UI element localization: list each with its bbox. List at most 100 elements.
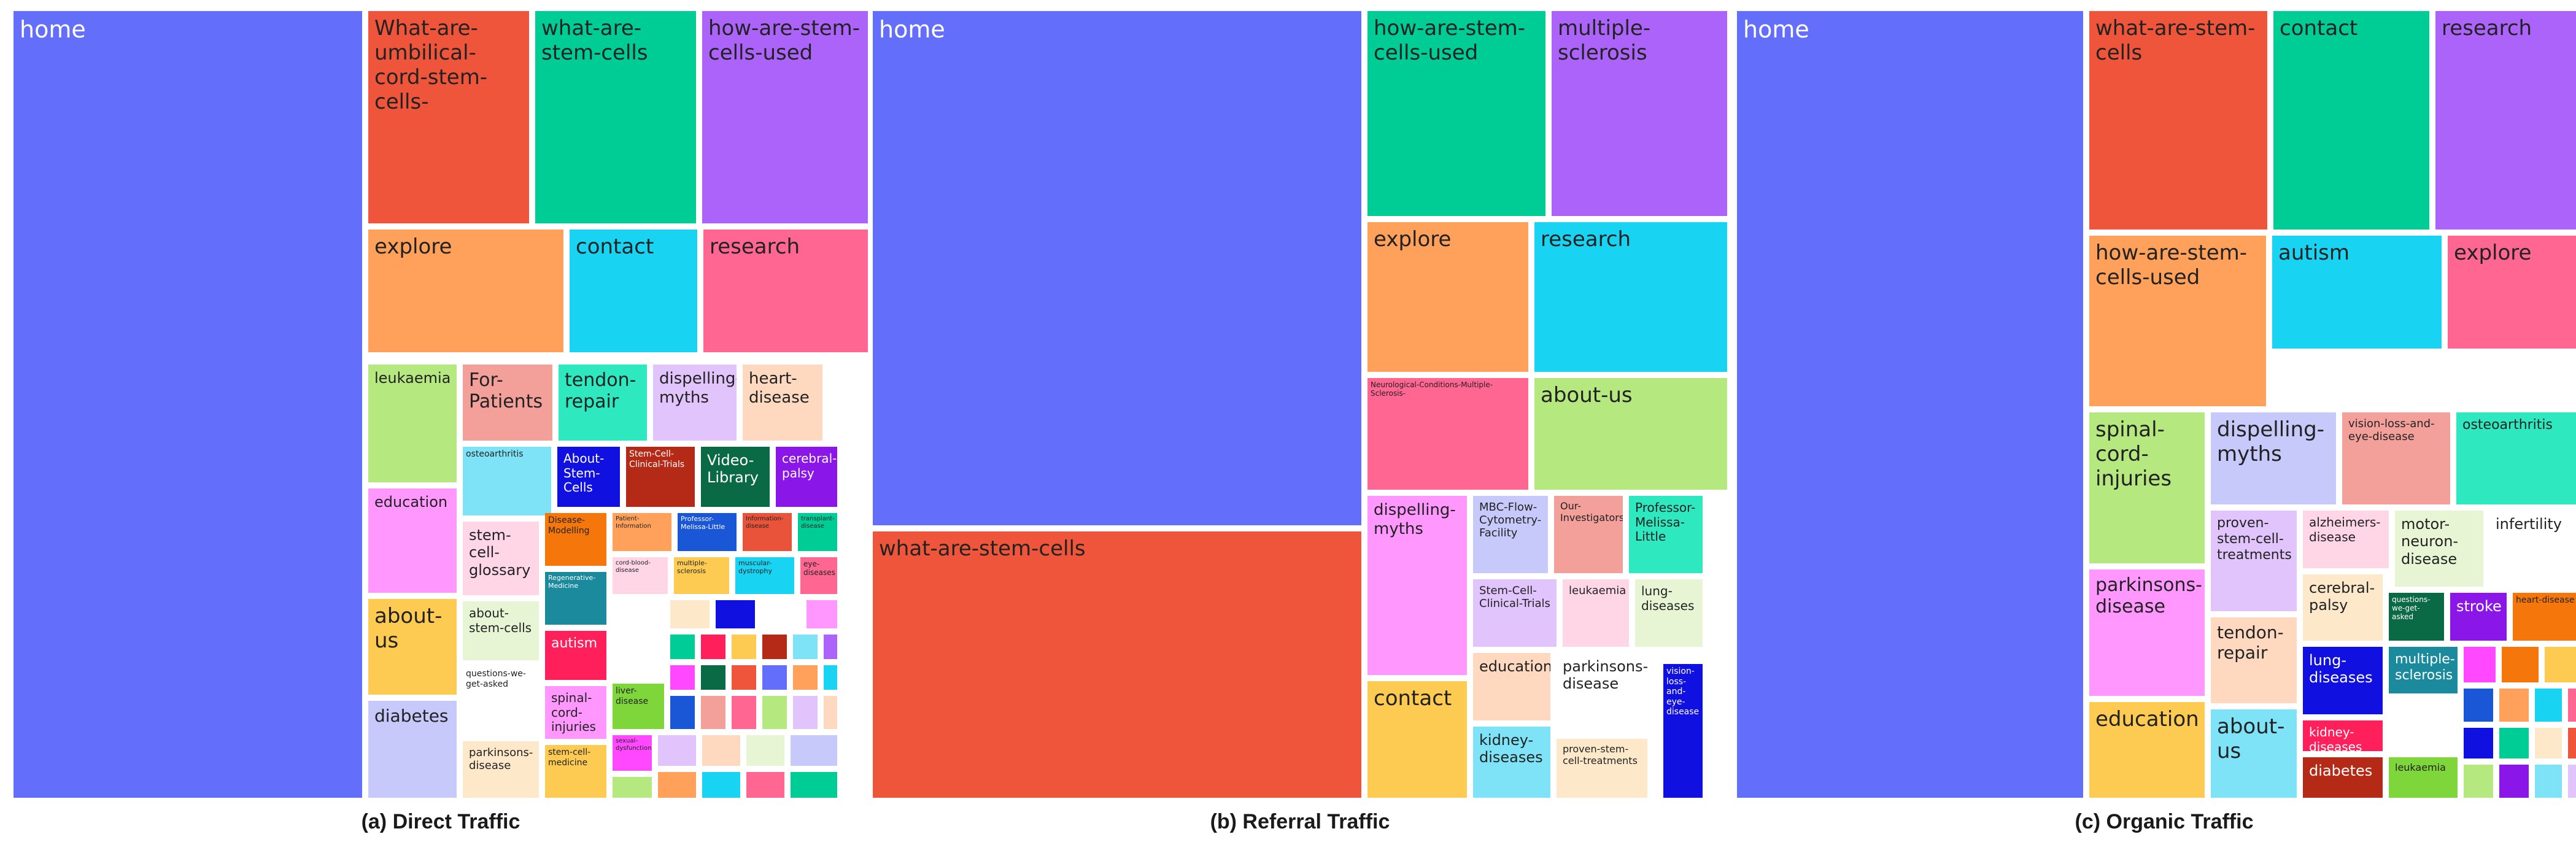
treemap-tile[interactable]: About-Stem-Cells [557,447,620,507]
treemap-tile-small[interactable] [613,777,652,798]
treemap-tile-small[interactable] [701,665,725,690]
treemap-tile[interactable]: multiple-sclerosis [674,557,729,594]
treemap-tile-small[interactable] [2499,689,2529,722]
treemap-tile[interactable]: home [873,11,1361,525]
treemap-tile[interactable]: contact [1367,681,1467,798]
treemap-tile[interactable]: osteoarthritis [463,447,551,515]
treemap-tile-small[interactable] [716,600,755,628]
treemap-tile-small[interactable] [2568,689,2576,722]
treemap-tile-small[interactable] [793,696,818,729]
treemap-tile-small[interactable] [762,665,787,690]
treemap-tile-small[interactable] [793,635,818,659]
treemap-tile-small[interactable] [2545,647,2576,682]
treemap-tile[interactable]: tendon-repair [559,365,647,441]
treemap-tile-small[interactable] [762,635,787,659]
treemap-tile-small[interactable] [762,696,787,729]
treemap-tile[interactable]: stem-cell-glossary [463,522,539,595]
treemap-tile[interactable]: What-are-umbilical-cord-stem-cells- [368,11,529,223]
treemap-tile[interactable]: questions-we-get-asked [463,666,539,735]
treemap-tile-small[interactable] [701,696,725,729]
treemap-tile[interactable]: autism [545,631,606,680]
treemap-tile[interactable]: muscular-dystrophy [735,557,794,594]
treemap-tile[interactable]: Neurological-Conditions-Multiple-Scleros… [1367,378,1528,490]
treemap-tile[interactable]: cerebral-palsy [776,447,837,507]
treemap-tile[interactable]: dispelling-myths [2211,412,2336,504]
treemap-tile-small[interactable] [732,665,756,690]
treemap-tile[interactable]: MBC-Flow-Cytometry-Facility [1473,496,1548,573]
treemap-tile[interactable]: kidney-diseases [1473,727,1550,798]
treemap-tile[interactable]: how-are-stem-cells-used [2089,236,2266,406]
treemap-tile[interactable]: cord-blood-disease [613,557,668,594]
treemap-tile-small[interactable] [2464,765,2493,798]
treemap-tile[interactable]: proven-stem-cell-treatments [2211,511,2297,611]
treemap-tile[interactable]: research [1534,222,1727,372]
treemap-tile[interactable]: For-Patients [463,365,552,441]
treemap-tile[interactable]: motor-neuron-disease [2395,511,2483,587]
treemap-tile[interactable]: leukaemia [368,365,457,482]
treemap-tile[interactable]: transplant-disease [798,513,837,551]
treemap-tile-small[interactable] [2535,728,2562,758]
treemap-tile[interactable]: what-are-stem-cells [535,11,696,223]
treemap-tile[interactable]: vision-loss-and-eye-disease [1663,664,1703,798]
treemap-tile-small[interactable] [2464,728,2493,758]
treemap-tile[interactable]: proven-stem-cell-treatments [1557,739,1647,798]
treemap-tile-small[interactable] [2535,765,2562,798]
treemap-tile[interactable]: contact [570,230,697,352]
treemap-tile[interactable]: multiple-sclerosis [1552,11,1727,216]
treemap-tile[interactable]: dispelling-myths [1367,496,1467,675]
treemap-tile[interactable]: kidney-diseases [2303,720,2383,751]
treemap-tile-small[interactable] [824,635,837,659]
treemap-tile[interactable]: lung-diseases [1635,579,1703,647]
treemap-tile-small[interactable] [746,735,784,766]
treemap-tile[interactable]: education [1473,653,1550,720]
treemap-tile-small[interactable] [670,696,695,729]
treemap-tile[interactable]: tendon-repair [2211,617,2297,703]
treemap-tile[interactable]: diabetes [368,701,457,798]
treemap-tile[interactable]: heart-disease [2513,593,2576,641]
treemap-tile-small[interactable] [2499,728,2529,758]
treemap-tile-small[interactable] [2568,728,2576,758]
treemap-tile-small[interactable] [2499,765,2529,798]
treemap-tile[interactable]: contact [2273,11,2429,230]
treemap-tile-small[interactable] [658,735,696,766]
treemap-tile-small[interactable] [806,600,837,628]
treemap-tile-small[interactable] [670,635,695,659]
treemap-tile-small[interactable] [2464,647,2496,682]
treemap-tile[interactable]: education [368,488,457,593]
treemap-tile-small[interactable] [793,665,818,690]
treemap-tile[interactable]: what-are-stem-cells [2089,11,2267,230]
treemap-tile-small[interactable] [701,635,725,659]
treemap-tile-small[interactable] [670,665,695,690]
treemap-tile[interactable]: stroke [2450,593,2507,641]
treemap-tile[interactable]: Video-Library [701,447,770,507]
treemap-tile[interactable]: explore [368,230,563,352]
treemap-tile-small[interactable] [670,600,710,628]
treemap-tile[interactable]: leukaemia [2389,757,2458,798]
treemap-tile[interactable]: diabetes [2303,757,2383,798]
treemap-tile[interactable]: Stem-Cell-Clinical-Trials [1473,579,1557,647]
treemap-tile[interactable]: questions-we-get-asked [2389,593,2444,641]
treemap-tile-small[interactable] [732,635,756,659]
treemap-tile[interactable]: about-us [1534,378,1727,490]
treemap-tile-small[interactable] [2568,765,2576,798]
treemap-tile[interactable]: Stem-Cell-Clinical-Trials [626,447,695,507]
treemap-tile[interactable]: Our-Investigators [1554,496,1623,573]
treemap-tile-small[interactable] [824,696,837,729]
treemap-tile[interactable]: vision-loss-and-eye-disease [2342,412,2450,504]
treemap-tile[interactable]: stem-cell-medicine [545,745,606,798]
treemap-tile-small[interactable] [761,600,800,628]
treemap-tile[interactable]: liver-disease [613,684,664,729]
treemap-tile[interactable]: how-are-stem-cells-used [702,11,868,223]
treemap-tile[interactable]: alzheimers-disease [2303,511,2389,568]
treemap-tile-small[interactable] [746,772,784,798]
treemap-tile[interactable]: explore [2448,236,2576,349]
treemap-tile-small[interactable] [2502,647,2539,682]
treemap-tile-small[interactable] [791,772,837,798]
treemap-tile[interactable]: autism [2272,236,2442,349]
treemap-tile-small[interactable] [2464,689,2493,722]
treemap-tile[interactable]: leukaemia [1563,579,1629,647]
treemap-tile-small[interactable] [702,772,740,798]
treemap-tile[interactable]: eye-diseases [800,557,837,594]
treemap-tile[interactable]: sexual-dysfunction [613,735,652,771]
treemap-tile[interactable]: about-stem-cells [463,601,539,660]
